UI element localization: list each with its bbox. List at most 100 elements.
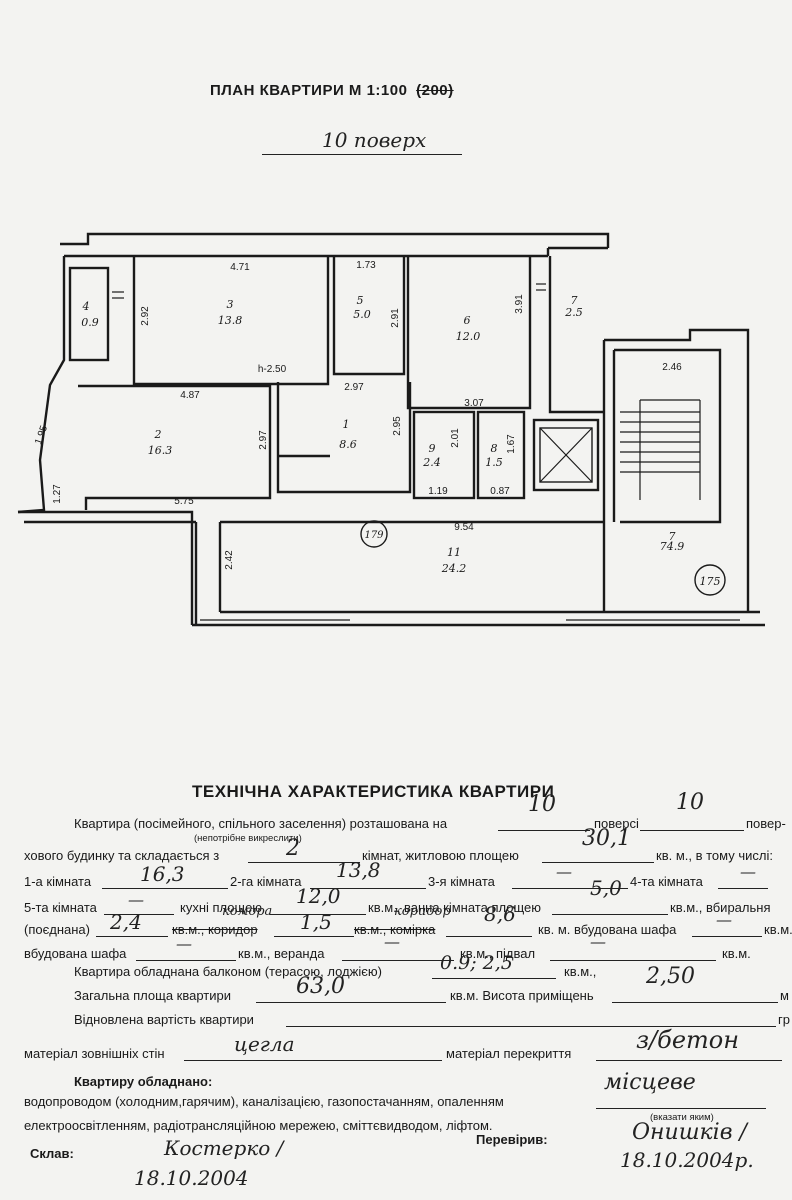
stamp-179: 179 [364,530,384,541]
l5-wardrobe: — [716,910,732,929]
room-1-num: 1 [343,418,350,431]
dim-291: 2.91 [390,308,401,328]
room-3-walls [132,256,330,386]
l8b: кв.м. Висота приміщень [450,988,594,1003]
floor-underline [262,154,462,155]
room-1-area: 8.6 [339,438,357,451]
elevator-shaft [532,418,600,492]
l6c: кв.м., підвал [460,946,536,961]
l10a: матеріал зовнішніх стін [24,1046,165,1061]
l5-corr-line [446,936,532,937]
l7-balcony-line [432,978,556,979]
l6-w2-line [136,960,236,961]
l5-wc: 2,4 [110,910,142,934]
dim-297-b: 2.97 [258,430,269,450]
l1-floor: 10 [528,792,556,817]
l5-pantry-hw: комора [222,904,273,919]
stamp-179-circle [360,520,388,548]
l3-r3: — [556,862,572,881]
floor-plan: 4 0.9 3 13.8 5 5.0 6 12.0 7 2.5 2 16.3 1… [17,232,765,627]
l13: електроосвітленням, радіотрансляційною м… [24,1118,493,1133]
checker-date: 18.10.2004р. [620,1148,754,1172]
l8-total-line [256,1002,446,1003]
l5-corr: 8,6 [484,902,516,926]
dim-487: 4.87 [180,390,200,401]
dim-954: 9.54 [454,522,474,533]
room-4-walls [68,266,110,362]
l4d: кв.м., вбиральня [670,900,771,915]
l10-slab-line [596,1060,782,1061]
dim-167: 1.67 [506,434,517,454]
l4-bath: 5,0 [590,876,622,900]
l5-wc-line [96,936,168,937]
dim-119: 1.19 [428,486,448,497]
room-5-area: 5.0 [353,308,371,321]
l2c: кв. м., в тому числі: [656,848,773,863]
l7b: кв.м., [564,964,597,979]
room-11-num: 11 [447,546,461,559]
room-stair-num: 7 [669,530,676,543]
l10-walls: цегла [234,1032,295,1056]
l6-w2: — [176,934,192,953]
l5-pantry-line [274,936,354,937]
outer-wall-top [60,232,610,248]
room-5-num: 5 [357,294,364,307]
dim-295: 2.95 [392,416,403,436]
l6-basement-line [550,960,716,961]
room-1-walls [276,382,412,494]
room-6-num: 6 [464,314,471,327]
l4-bath-line [552,914,668,915]
l9a: Відновлена вартість квартири [74,1012,254,1027]
l5-wardrobe-line [692,936,762,937]
l5-pantry: 1,5 [300,910,332,934]
l3-r1-line [102,888,228,889]
l3-r4: — [740,862,756,881]
l2b: кімнат, житловою площею [362,848,519,863]
l2-rooms-line [248,862,360,863]
room-9-num: 9 [429,442,436,455]
l4a: 5-та кімната [24,900,97,915]
plan-title-struck: (200) [416,82,454,99]
dim-127: 1.27 [52,484,63,504]
l8a: Загальна площа квартири [74,988,232,1003]
l7-balcony: 0.9; 2,5 [440,952,513,974]
dim-297-a: 2.97 [344,382,364,393]
l3-r2: 13,8 [336,858,381,882]
outer-wall-left [17,256,66,514]
l7a: Квартира обладнана балконом (терасою, ло… [74,964,382,979]
l6a: вбудована шафа [24,946,127,961]
l5a: (поєднана) [24,922,90,937]
l4-kitchen: 12,0 [296,884,341,908]
l8c: м [780,988,789,1003]
l6-veranda-line [342,960,454,961]
room-2-area: 16.3 [148,444,173,457]
l2a: хового будинку та складається з [24,848,220,863]
window-marks [112,283,740,621]
compiler-signature: Костерко / [164,1136,284,1160]
dim-246: 2.46 [662,362,682,373]
room-9-area: 2.4 [422,456,441,469]
l3d: 4-та кімната [630,874,703,889]
l1-total-line [640,830,744,831]
dim-201: 2.01 [450,428,461,448]
l11: Квартиру обладнано: [74,1074,213,1089]
l5c: кв.м., комірка [354,922,436,937]
l10-slab: з/бетон [636,1026,740,1054]
dim-575: 5.75 [174,496,194,507]
dim-307: 3.07 [464,398,484,409]
l1c: повер- [746,816,786,831]
stair-steps [620,399,701,500]
room-7-area: 2.5 [564,306,583,319]
l1a: Квартира (посімейного, спільного заселен… [74,816,448,831]
l3-r1: 16,3 [140,862,185,886]
l1b: поверсі [594,816,639,831]
l6d: кв.м. [722,946,751,961]
dim-087: 0.87 [490,486,510,497]
l9-line [286,1026,776,1027]
stamp-175-circle [694,564,726,596]
l9b: гр [778,1012,790,1027]
l3-r3-line [512,888,628,889]
l2-living: 30,1 [582,826,631,851]
room-2-walls [78,384,272,510]
l12-note: (вказати яким) [650,1112,714,1123]
